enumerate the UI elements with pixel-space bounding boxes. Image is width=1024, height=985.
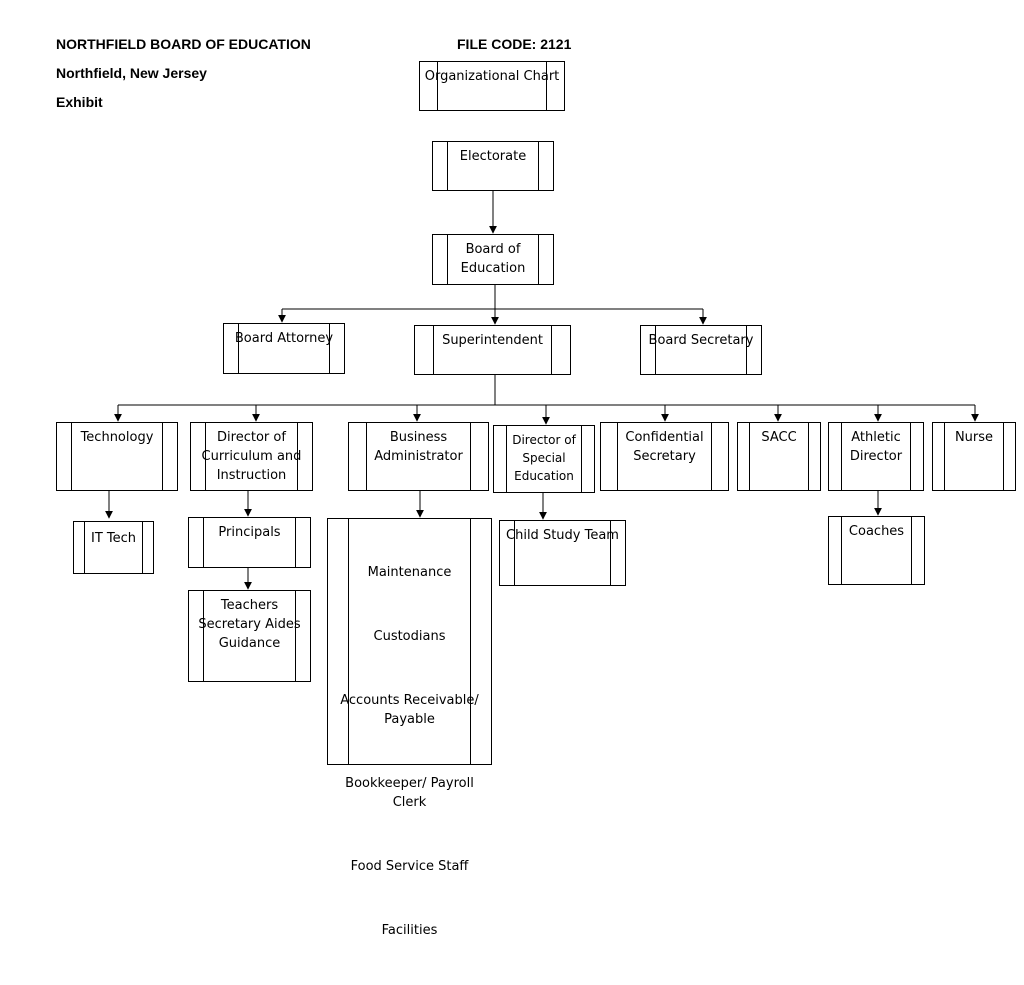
board-of-education-box: Board of Education xyxy=(432,234,554,285)
sacc-label: SACC xyxy=(761,430,797,445)
exhibit-label: Exhibit xyxy=(56,94,103,110)
electorate-box: Electorate xyxy=(432,141,554,191)
athletic-director-box: Athletic Director xyxy=(828,422,924,491)
board-of-education-label: Board of Education xyxy=(460,242,526,276)
superintendent-box: Superintendent xyxy=(414,325,571,375)
teachers-group-box: Teachers Secretary Aides Guidance xyxy=(188,590,311,682)
sacc-box: SACC xyxy=(737,422,821,491)
director-special-ed-box: Director of Special Education xyxy=(493,425,595,493)
business-staff-item: Facilities xyxy=(381,923,438,938)
org-name: NORTHFIELD BOARD OF EDUCATION xyxy=(56,36,311,52)
board-attorney-label: Board Attorney xyxy=(234,331,334,346)
board-attorney-box: Board Attorney xyxy=(223,323,345,374)
principals-box: Principals xyxy=(188,517,311,568)
business-staff-item: Accounts Receivable/ Payable xyxy=(340,693,479,727)
connector-lines xyxy=(105,190,979,590)
business-administrator-label: Business Administrator xyxy=(374,430,463,464)
director-curriculum-box: Director of Curriculum and Instruction xyxy=(190,422,313,491)
technology-box: Technology xyxy=(56,422,178,491)
principals-label: Principals xyxy=(218,525,281,540)
coaches-box: Coaches xyxy=(828,516,925,585)
board-secretary-label: Board Secretary xyxy=(648,333,754,348)
business-staff-item: Food Service Staff xyxy=(350,859,469,874)
business-staff-list: Maintenance Custodians Accounts Receivab… xyxy=(328,519,491,985)
it-tech-label: IT Tech xyxy=(90,531,137,546)
chart-title-box: Organizational Chart xyxy=(419,61,565,111)
business-administrator-box: Business Administrator xyxy=(348,422,489,491)
business-staff-item: Bookkeeper/ Payroll Clerk xyxy=(345,776,474,810)
director-curriculum-label: Director of Curriculum and Instruction xyxy=(201,430,302,483)
superintendent-label: Superintendent xyxy=(442,333,543,348)
teachers-group-label: Teachers Secretary Aides Guidance xyxy=(198,598,301,651)
technology-label: Technology xyxy=(80,430,154,445)
child-study-team-label: Child Study Team xyxy=(506,528,619,543)
child-study-team-box: Child Study Team xyxy=(499,520,626,586)
athletic-director-label: Athletic Director xyxy=(849,430,903,464)
it-tech-box: IT Tech xyxy=(73,521,154,574)
confidential-secretary-box: Confidential Secretary xyxy=(600,422,729,491)
confidential-secretary-label: Confidential Secretary xyxy=(625,430,704,464)
director-special-ed-label: Director of Special Education xyxy=(512,433,576,483)
location: Northfield, New Jersey xyxy=(56,65,207,81)
business-staff-box: Maintenance Custodians Accounts Receivab… xyxy=(327,518,492,938)
file-code: FILE CODE: 2121 xyxy=(457,36,572,52)
business-staff-item: Custodians xyxy=(373,629,446,644)
board-secretary-box: Board Secretary xyxy=(640,325,762,375)
nurse-box: Nurse xyxy=(932,422,1016,491)
business-staff-item: Maintenance xyxy=(367,565,452,580)
nurse-label: Nurse xyxy=(954,430,994,445)
electorate-label: Electorate xyxy=(459,149,527,164)
chart-title: Organizational Chart xyxy=(424,69,560,84)
coaches-label: Coaches xyxy=(848,524,905,539)
